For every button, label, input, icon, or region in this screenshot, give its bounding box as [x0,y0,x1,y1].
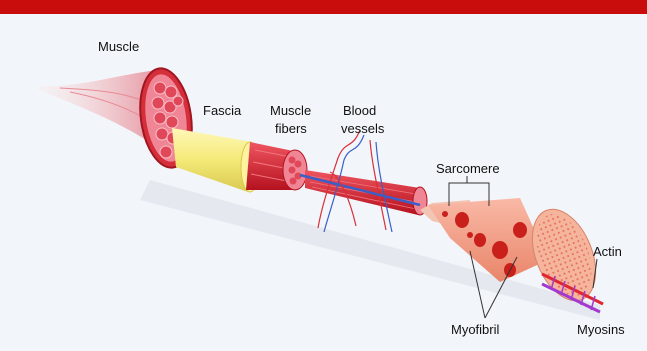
label-muscle-fibers-line2: fibers [275,121,307,136]
fascia-layer [172,128,259,192]
label-muscle-fibers-line1: Muscle [270,103,311,118]
label-myosins: Myosins [577,322,625,337]
whole-muscle [38,65,198,171]
label-fascia: Fascia [203,103,242,118]
label-actin: Actin [593,244,622,259]
label-blood-vessels-line2: vessels [341,121,385,136]
label-sarcomere: Sarcomere [436,161,500,176]
label-blood-vessels-line1: Blood [343,103,376,118]
fascicle-bundle [246,142,307,190]
label-muscle: Muscle [98,39,139,54]
label-myofibril: Myofibril [451,322,500,337]
